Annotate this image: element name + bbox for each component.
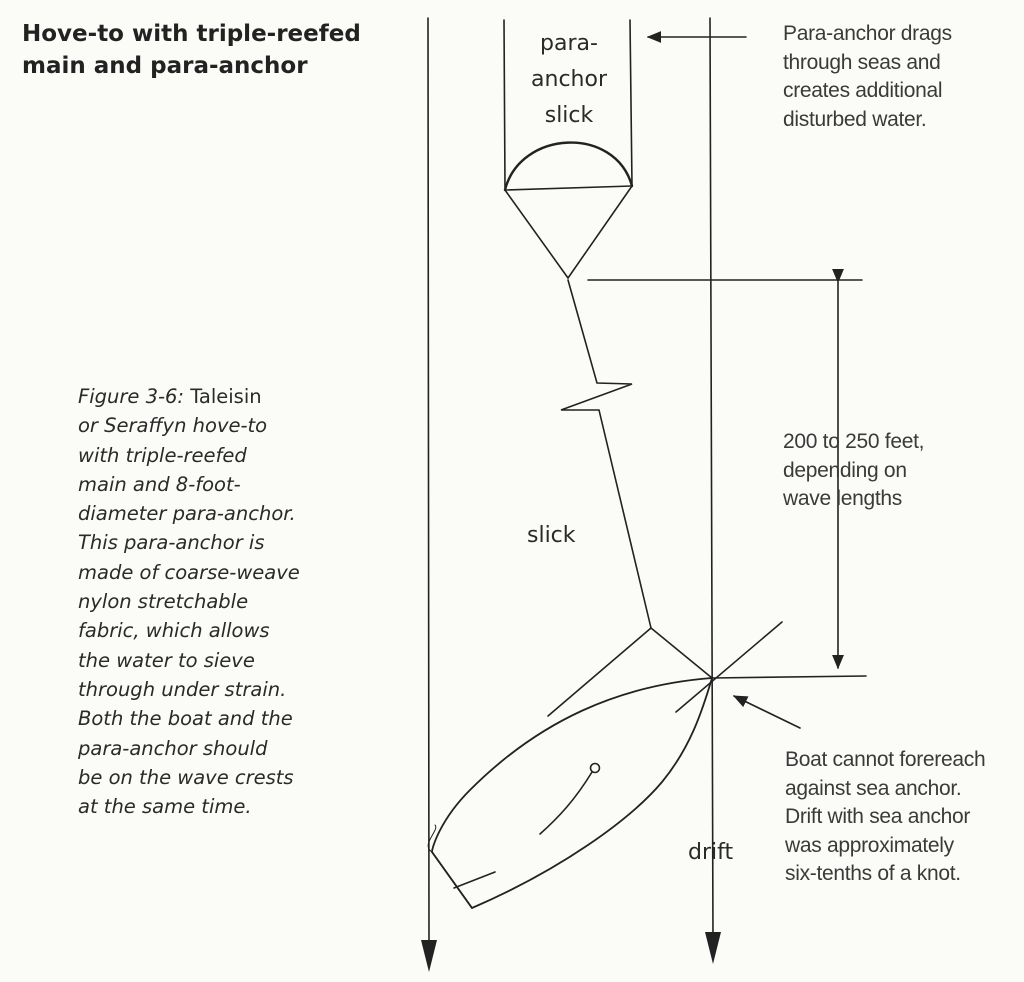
caption-line: nylon stretchable — [78, 590, 249, 614]
note-line: creates additional — [783, 79, 943, 102]
caption-line: the water to sieve — [78, 648, 255, 672]
boat-hull — [427, 677, 714, 910]
title-line-2: main and para-anchor — [22, 53, 308, 79]
caption-line: main and 8-foot- — [78, 472, 241, 496]
boat-note: Boat cannot forereach against sea anchor… — [785, 746, 986, 889]
caption-line: at the same time. — [78, 795, 252, 819]
para-anchor-icon — [503, 141, 634, 279]
note-line: 200 to 250 feet, — [783, 430, 925, 453]
distance-dimension — [587, 268, 863, 670]
caption-line: diameter para-anchor. — [78, 502, 296, 526]
caption-line: Both the boat and the — [78, 707, 293, 731]
para-anchor-note: Para-anchor drags through seas and creat… — [783, 20, 952, 134]
figure-title: Hove-to with triple-reefed main and para… — [22, 18, 392, 82]
para-anchor-slick-label: para- anchor slick — [514, 26, 624, 134]
note-line: Para-anchor drags — [783, 22, 952, 45]
note-line: disturbed water. — [783, 107, 927, 131]
caption-line-1: Figure 3-6: Taleisin — [78, 382, 358, 411]
note-line: against sea anchor. — [785, 776, 962, 800]
slick-label: slick — [527, 523, 576, 548]
caption-line: made of coarse-weave — [78, 560, 300, 584]
note-line: depending on — [783, 458, 907, 482]
caption-text: hove-to — [192, 414, 268, 438]
bridle-lines — [547, 627, 713, 717]
note-line: Drift with sea anchor — [785, 805, 971, 828]
caption-line: through under strain. — [78, 677, 287, 701]
caption-line: be on the wave crests — [78, 765, 294, 789]
right-drift-arrow — [705, 17, 721, 964]
note-line: Boat cannot forereach — [785, 748, 986, 771]
note-line: wave lengths — [783, 487, 902, 510]
note-line: through seas and — [783, 50, 941, 74]
boat-name-taleisin: Taleisin — [190, 385, 262, 408]
caption-text: or Seraffyn — [78, 414, 187, 438]
caption-line: This para-anchor is — [78, 531, 265, 555]
boat-note-arrow — [732, 695, 801, 729]
figure-number: Figure 3-6: — [78, 385, 185, 408]
bow-crossing-lines — [675, 621, 867, 713]
para-anchor-slick-channel — [503, 19, 633, 189]
title-line-1: Hove-to with triple-reefed — [22, 21, 361, 47]
note-line: six-tenths of a knot. — [785, 862, 961, 885]
note-line: was approximately — [785, 833, 954, 857]
distance-note: 200 to 250 feet, depending on wave lengt… — [783, 428, 924, 514]
slick-label-line: para- — [540, 31, 598, 56]
caption-line: para-anchor should — [78, 736, 268, 760]
drift-label: drift — [688, 840, 734, 865]
mast-and-boom — [539, 762, 601, 835]
para-anchor-rode — [560, 279, 652, 629]
caption-line: fabric, which allows — [78, 619, 270, 643]
left-drift-arrow — [421, 17, 437, 972]
slick-label-line: anchor — [531, 67, 607, 92]
slick-label-line: slick — [544, 103, 594, 128]
caption-line-2: or Seraffyn hove-to — [78, 411, 358, 440]
figure-caption: Figure 3-6: Taleisin or Seraffyn hove-to… — [78, 382, 358, 821]
caption-line: with triple-reefed — [78, 443, 247, 467]
